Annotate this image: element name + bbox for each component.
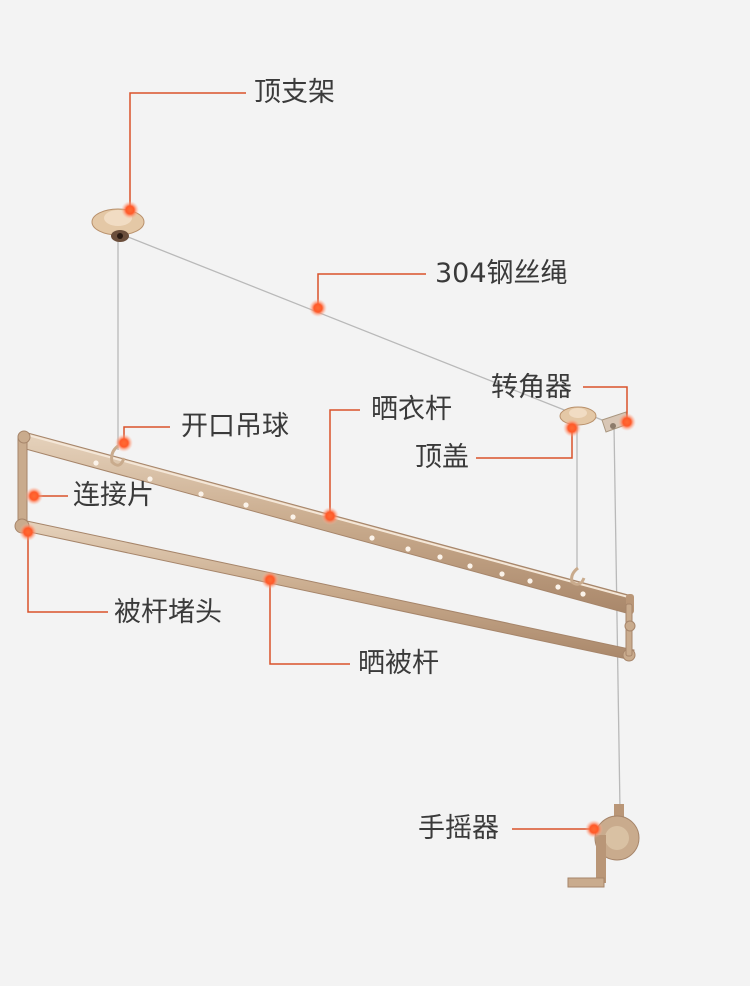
leader-lines (27, 92, 628, 830)
marker-dot-hook-ball (115, 434, 133, 452)
marker-dot-top-bracket (121, 201, 139, 219)
label-crank: 手摇器 (418, 813, 499, 844)
label-top-bracket: 顶支架 (254, 77, 335, 108)
marker-dot-corner (618, 413, 636, 431)
marker-dot-quilt-pole (261, 571, 279, 589)
steel-wires (117, 232, 621, 811)
label-top-cover: 顶盖 (415, 442, 469, 473)
label-steel-wire: 304钢丝绳 (435, 258, 568, 289)
label-quilt-pole: 晒被杆 (358, 648, 439, 679)
label-end-cap: 被杆堵头 (114, 597, 222, 628)
marker-dot-steel-wire (309, 299, 327, 317)
marker-dot-cloth-pole (321, 507, 339, 525)
marker-dot-crank (585, 820, 603, 838)
marker-dots (19, 201, 636, 838)
label-connector: 连接片 (73, 480, 154, 511)
label-hook-ball: 开口吊球 (181, 411, 289, 442)
hand-crank-part (567, 804, 640, 888)
label-cloth-pole: 晒衣杆 (371, 394, 452, 425)
hook-parts (110, 444, 586, 586)
label-corner: 转角器 (491, 372, 572, 403)
marker-dot-top-cover (563, 419, 581, 437)
marker-dot-end-cap (19, 523, 37, 541)
marker-dot-connector (25, 487, 43, 505)
